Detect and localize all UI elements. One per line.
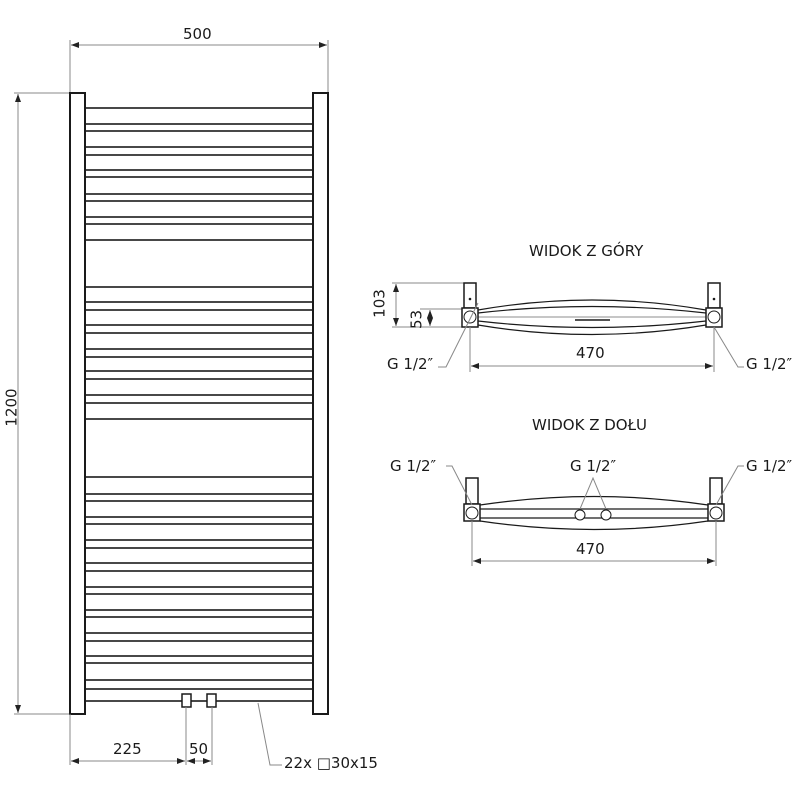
towel-bar	[84, 223, 314, 241]
inlet-port-right	[206, 693, 217, 708]
top-left-connector-label: G 1/2″	[387, 355, 434, 373]
bottom-view	[446, 465, 744, 566]
towel-bar	[84, 107, 314, 125]
towel-bar	[84, 402, 314, 420]
towel-bar	[84, 130, 314, 148]
towel-bar	[84, 356, 314, 372]
bottom-left-connector-label: G 1/2″	[390, 457, 437, 475]
towel-bar	[84, 547, 314, 564]
width-label: 500	[183, 25, 212, 43]
height-label: 1200	[2, 388, 21, 427]
depth-label: 103	[370, 289, 389, 318]
top-right-connector-label: G 1/2″	[746, 355, 793, 373]
towel-bar	[84, 688, 314, 702]
offset-label: 225	[113, 740, 142, 758]
left-rail	[69, 92, 86, 715]
towel-bar	[84, 476, 314, 495]
towel-bars	[84, 107, 314, 702]
tube-size-label: 22x □30x15	[284, 754, 378, 772]
top-view	[392, 282, 744, 372]
top-width-label: 470	[576, 344, 605, 362]
width-dimension	[69, 40, 329, 93]
bottom-center-connector-label: G 1/2″	[570, 457, 617, 475]
towel-bar	[84, 176, 314, 195]
top-view-title: WIDOK Z GÓRY	[529, 242, 644, 260]
towel-bar	[84, 309, 314, 326]
bottom-dimensions	[69, 702, 282, 766]
towel-bar	[84, 662, 314, 681]
bottom-view-title: WIDOK Z DOŁU	[532, 416, 648, 434]
towel-bar	[84, 523, 314, 541]
towel-bar	[84, 593, 314, 611]
towel-bar	[84, 154, 314, 171]
bottom-width-label: 470	[576, 540, 605, 558]
right-rail	[312, 92, 329, 715]
bottom-right-connector-label: G 1/2″	[746, 457, 793, 475]
towel-bar	[84, 616, 314, 634]
axis-label: 53	[407, 309, 426, 330]
front-view	[14, 40, 329, 766]
towel-bar	[84, 200, 314, 218]
inlet-port-left	[181, 693, 192, 708]
towel-bar	[84, 570, 314, 588]
towel-bar	[84, 378, 314, 396]
towel-bar	[84, 286, 314, 303]
spacing-label: 50	[189, 740, 209, 758]
towel-bar	[84, 332, 314, 350]
towel-bar	[84, 640, 314, 657]
height-dimension	[14, 92, 70, 715]
towel-bar	[84, 500, 314, 518]
